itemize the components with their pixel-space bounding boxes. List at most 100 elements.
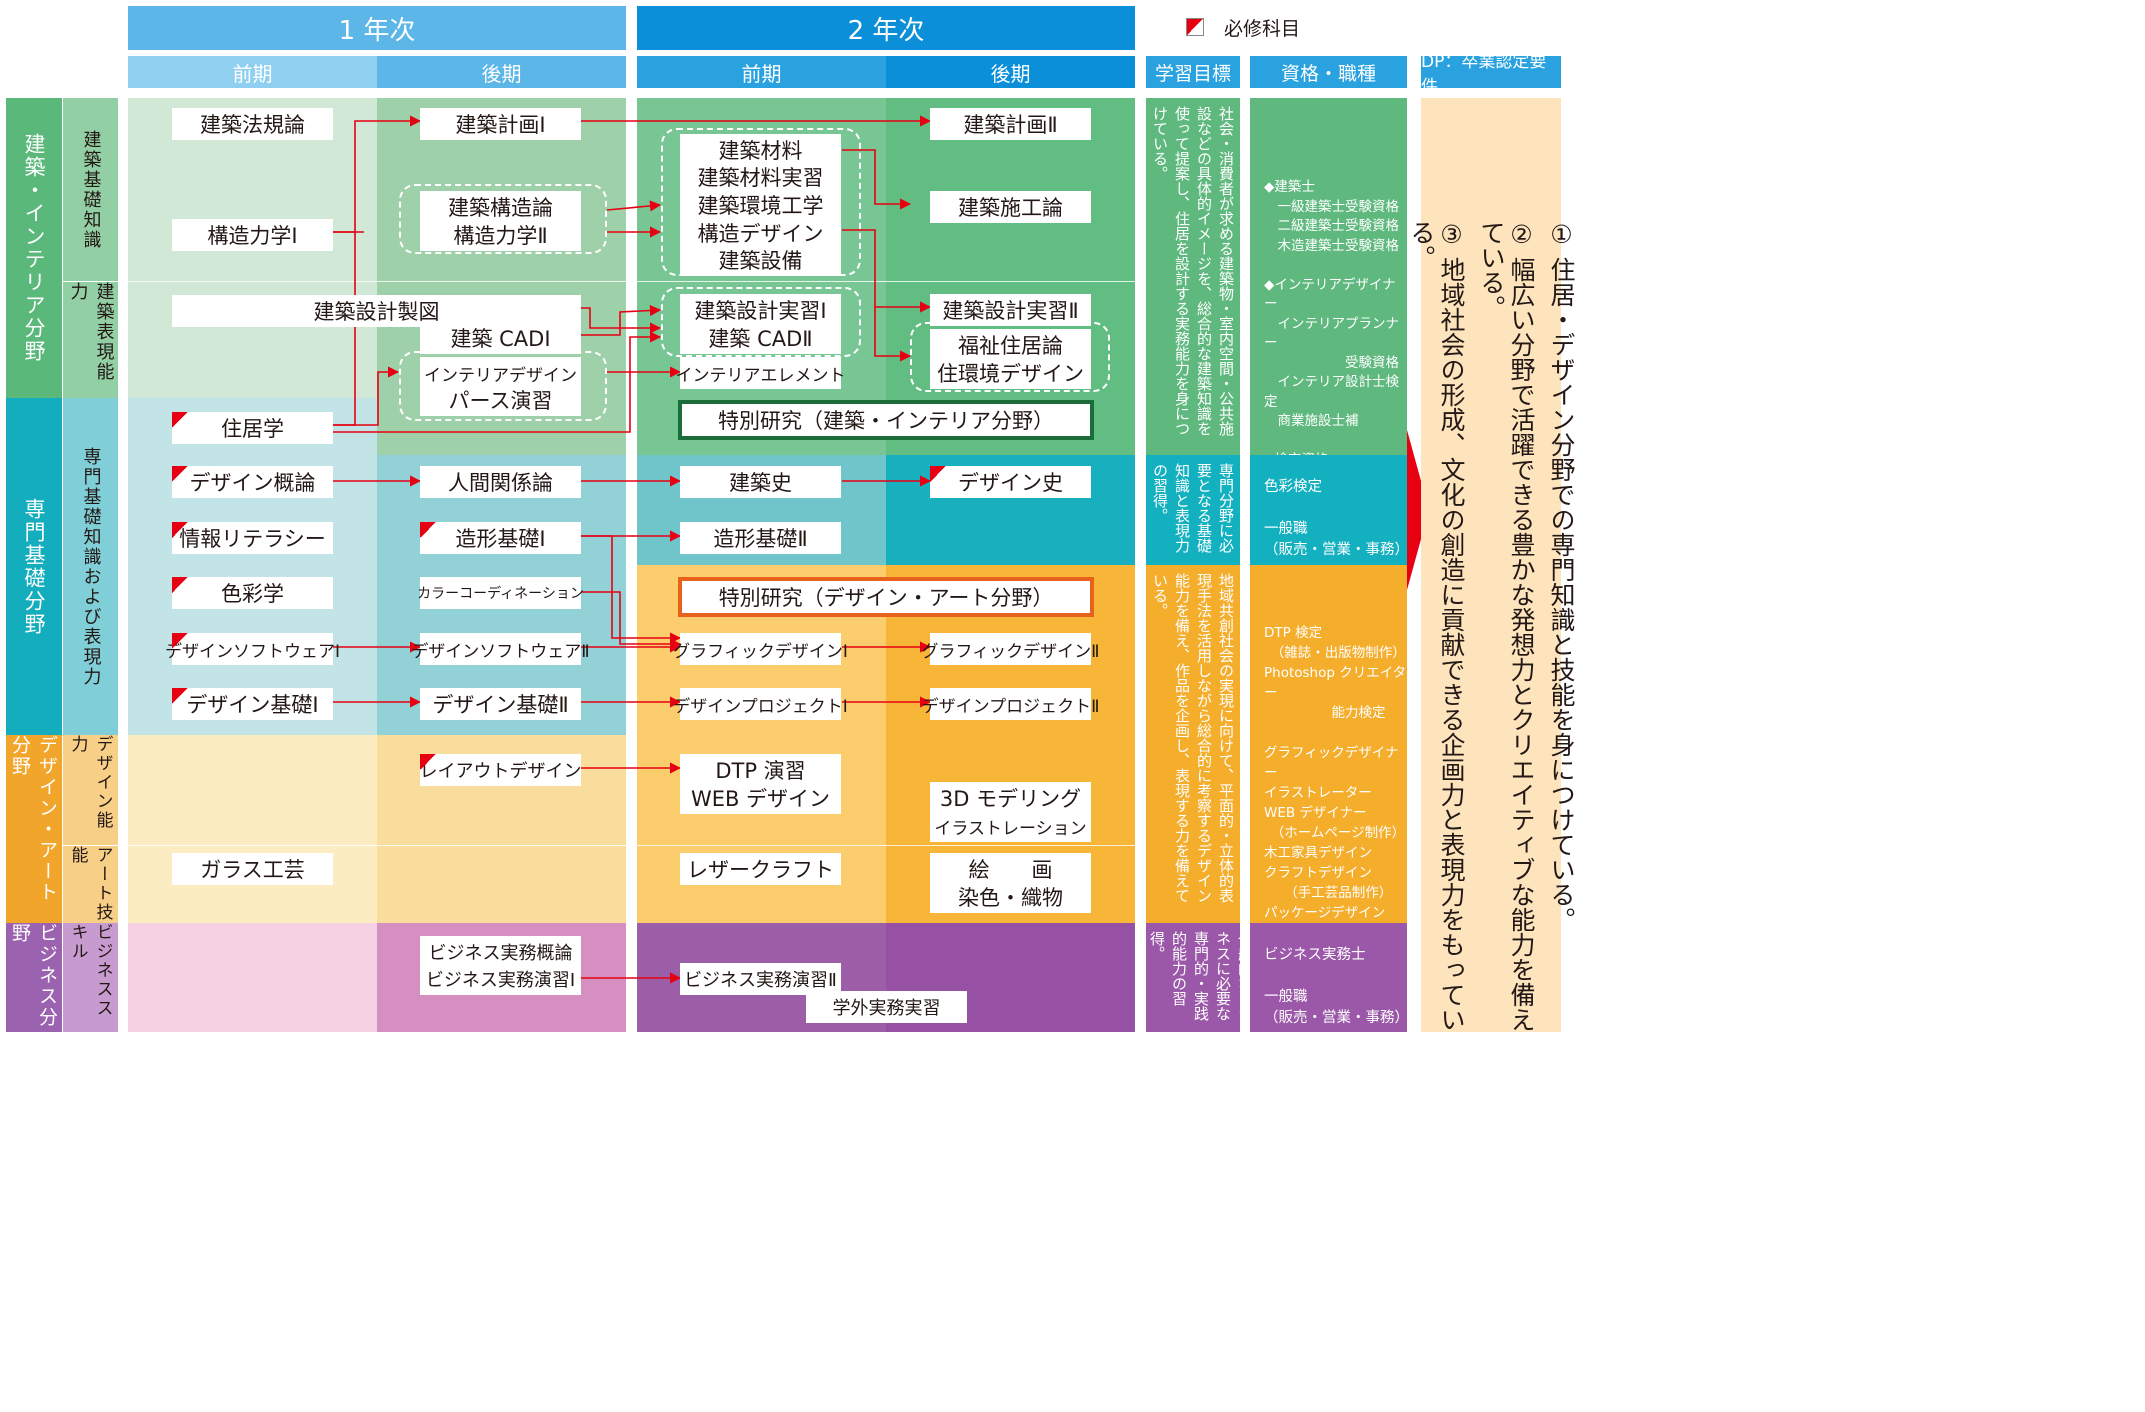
qual-business-panel: ビジネス実務士 一般職 （販売・営業・事務）: [1250, 923, 1409, 1032]
dp-item-3: ③ 地域社会の形成、文化の創造に貢献できる企画力と表現力をもっている。: [1407, 220, 1466, 1032]
course-design-kiso-2: デザイン基礎Ⅱ: [420, 688, 581, 720]
course-jukyogaku: 住居学: [172, 412, 333, 444]
subfield-basic-knowledge: 専門基礎知識および表現力: [63, 398, 118, 735]
goal-design-panel: 地域共創社会の実現に向けて、平面的・立体的表現手法を活用しながら総合的に考察する…: [1146, 565, 1240, 923]
required-mark-icon: [420, 754, 436, 770]
qualifications-header: 資格・職種: [1250, 56, 1407, 88]
year2-header: 2 年次: [637, 6, 1135, 50]
course-kozo-design: 構造デザイン: [680, 217, 841, 249]
required-mark-icon: [420, 522, 436, 538]
course-shikisai: 色彩学: [172, 577, 333, 609]
course-kenchiku-cad-1: 建築 CADⅠ: [420, 322, 581, 354]
course-kozo-rikigaku-2: 構造力学Ⅱ: [420, 219, 581, 251]
subfield-arch-knowledge: 建築基礎知識: [63, 98, 118, 281]
field-business: ビジネス分野: [6, 923, 62, 1032]
goal-design: 地域共創社会の実現に向けて、平面的・立体的表現手法を活用しながら総合的に考察する…: [1151, 573, 1235, 903]
qual-basic: 色彩検定 一般職 （販売・営業・事務）: [1264, 479, 1409, 558]
bg-y1f-design: [128, 735, 377, 923]
qual-business: ビジネス実務士 一般職 （販売・営業・事務）: [1264, 947, 1409, 1026]
required-mark-icon: [172, 522, 188, 538]
course-sekkei-jisshu-1: 建築設計実習Ⅰ: [680, 294, 841, 326]
course-zokei-2: 造形基礎Ⅱ: [680, 522, 841, 554]
subfield-design-ability: デザイン能力: [63, 735, 118, 845]
course-kenchiku-keikaku-2: 建築計画Ⅱ: [930, 108, 1091, 140]
course-perth: パース演習: [420, 384, 581, 416]
course-interior-element: インテリアエレメント: [676, 357, 846, 389]
course-zokei-1: 造形基礎Ⅰ: [420, 522, 581, 554]
required-legend: 必修科目: [1224, 18, 1301, 40]
course-kenchiku-zairyo-jisshu: 建築材料実習: [680, 161, 841, 193]
goal-business: 一般的なビジネスに必要な専門的・実践的能力の習得。: [1148, 931, 1254, 1021]
course-tokubetsu-design: 特別研究（デザイン・アート分野）: [678, 577, 1094, 617]
course-kenchiku-kankyo: 建築環境工学: [680, 189, 841, 221]
course-kenchiku-setsubi: 建築設備: [680, 244, 841, 276]
course-joho-literacy: 情報リテラシー: [172, 522, 333, 554]
y2-second-term: 後期: [886, 56, 1135, 88]
y2-first-term: 前期: [637, 56, 886, 88]
required-mark-icon: [172, 633, 188, 649]
course-sekkei-jisshu-2: 建築設計実習Ⅱ: [930, 294, 1091, 326]
qual-arch-panel: ◆建築士 一級建築士受験資格 二級建築士受験資格 木造建築士受験資格 ◆インテリ…: [1250, 98, 1407, 527]
course-leather: レザークラフト: [680, 853, 841, 885]
required-mark-icon: [172, 577, 188, 593]
required-mark-icon: [1186, 18, 1204, 36]
course-kenchiku-kozoron: 建築構造論: [420, 191, 581, 223]
course-design-gairon: デザイン概論: [172, 466, 333, 498]
course-software-2: デザインソフトウェアⅡ: [411, 633, 590, 665]
goal-arch-panel: 社会・消費者が求める建築物・室内空間・公共施設などの具体的イメージを、総合的な建…: [1146, 98, 1240, 455]
divider-arch: [128, 281, 1135, 282]
course-graphic-2: グラフィックデザインⅡ: [921, 633, 1100, 665]
course-kenchiku-cad-2: 建築 CADⅡ: [680, 322, 841, 354]
goals-header: 学習目標: [1146, 56, 1240, 88]
course-dtp: DTP 演習: [680, 754, 841, 786]
course-design-shi: デザイン史: [930, 466, 1091, 498]
course-color-coord: カラーコーディネーション: [417, 577, 584, 609]
dp-panel: ① 住居・デザイン分野での専門知識と技能を身につけている。 ② 幅広い分野で活躍…: [1407, 98, 1576, 1032]
group-kozo: [399, 184, 607, 254]
required-mark-icon: [172, 466, 188, 482]
course-project-1: デザインプロジェクトⅠ: [673, 688, 848, 720]
course-tokubetsu-arch: 特別研究（建築・インテリア分野）: [678, 400, 1094, 440]
dp-item-1: ① 住居・デザイン分野での専門知識と技能を身につけている。: [1547, 220, 1576, 932]
course-kenchikushi: 建築史: [680, 466, 841, 498]
course-gakugai: 学外実務実習: [806, 991, 967, 1023]
course-kenchiku-seko: 建築施工論: [930, 191, 1091, 223]
course-kenchiku-zairyo: 建築材料: [680, 134, 841, 166]
course-biz-enshu-2: ビジネス実務演習Ⅱ: [680, 963, 841, 995]
field-basic: 専門基礎分野: [6, 398, 62, 735]
course-kenchiku-sekkei-seizu: 建築設計製図: [172, 295, 581, 327]
required-mark-icon: [172, 688, 188, 704]
qual-arch: ◆建築士 一級建築士受験資格 二級建築士受験資格 木造建築士受験資格 ◆インテリ…: [1264, 179, 1399, 527]
goal-basic-panel: 専門分野に必要となる基礎知識と表現力の習得。: [1146, 455, 1240, 565]
course-interior-design: インテリアデザイン: [420, 357, 581, 389]
course-senshoku: 染色・織物: [930, 881, 1091, 913]
y1-first-term: 前期: [128, 56, 377, 88]
required-mark-icon: [930, 466, 946, 482]
course-web: WEB デザイン: [680, 782, 841, 814]
goal-basic: 専門分野に必要となる基礎知識と表現力の習得。: [1151, 463, 1235, 553]
course-model3d: 3D モデリング: [930, 782, 1091, 814]
qual-basic-panel: 色彩検定 一般職 （販売・営業・事務）: [1250, 455, 1409, 565]
course-glass: ガラス工芸: [172, 853, 333, 885]
subfield-business-skill: ビジネススキル: [63, 923, 118, 1032]
goal-business-panel: 一般的なビジネスに必要な専門的・実践的能力の習得。: [1146, 923, 1254, 1032]
course-jukankyo: 住環境デザイン: [930, 357, 1091, 389]
group-design-cad: [661, 287, 861, 357]
required-mark-icon: [172, 412, 188, 428]
course-graphic-1: グラフィックデザインⅠ: [673, 633, 848, 665]
bg-y1f-business: [128, 923, 377, 1032]
course-biz-gairon: ビジネス実務概論: [420, 936, 581, 968]
course-kozo-rikigaku-1: 構造力学Ⅰ: [172, 219, 333, 251]
course-layout: レイアウトデザイン: [420, 754, 582, 786]
bg-y2s-arch: [886, 98, 1135, 455]
y1-second-term: 後期: [377, 56, 626, 88]
year1-header: 1 年次: [128, 6, 626, 50]
subfield-arch-expression: 建築表現能力: [63, 282, 118, 398]
course-software-1: デザインソフトウェアⅠ: [165, 633, 340, 665]
course-kenchiku-keikaku-1: 建築計画Ⅰ: [420, 108, 581, 140]
dp-item-2: ② 幅広い分野で活躍できる豊かな発想力とクリエイティブな能力を備えている。: [1477, 220, 1536, 1032]
course-kaiga: 絵 画: [930, 853, 1091, 885]
field-arch: 建築・インテリア分野: [6, 98, 62, 398]
course-project-2: デザインプロジェクトⅡ: [922, 688, 1099, 720]
